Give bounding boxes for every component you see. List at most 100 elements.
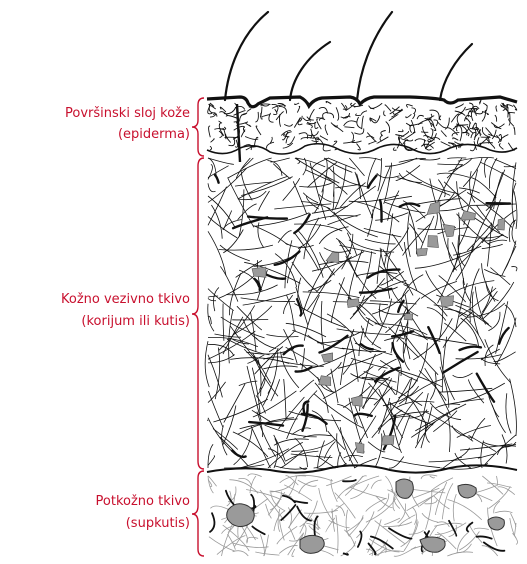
label-subcutis: Potkožno tkivo (supkutis)	[96, 494, 191, 531]
dermis-fiber	[305, 170, 332, 182]
subcutis-fiber	[430, 476, 434, 478]
label-epidermis-line2: (epiderma)	[118, 127, 190, 142]
epidermis-cell-stroke	[209, 126, 211, 137]
dermis-fiber	[385, 196, 412, 200]
epidermis-cell-stroke	[235, 140, 238, 147]
dermis-cell	[443, 224, 455, 237]
dermis-fiber	[331, 277, 344, 322]
epidermis-cell-stroke	[269, 113, 274, 122]
subcutis-fiber	[366, 498, 387, 511]
label-dermis-line1: Kožno vezivno tkivo	[61, 292, 190, 307]
epidermis-cell-stroke	[279, 114, 280, 127]
dermis-fiber	[412, 343, 428, 388]
dermis-layer	[205, 157, 517, 469]
dermis-fiber	[258, 223, 264, 248]
dermis-bold-fiber	[368, 270, 400, 278]
dermis-fiber	[303, 158, 307, 175]
dermis-fiber	[230, 358, 289, 364]
subcutis-fiber	[248, 474, 262, 477]
epidermis-cell-stroke	[386, 122, 390, 134]
dermis-cell	[252, 267, 266, 277]
subcutis-fiber	[356, 511, 374, 537]
dermis-fiber	[268, 449, 285, 465]
dermis-fiber	[273, 164, 290, 179]
dermis-fiber	[208, 331, 255, 359]
dermis-fiber	[502, 434, 507, 463]
epidermis-cell-stroke	[261, 113, 263, 119]
epidermis-cell-stroke	[325, 125, 328, 135]
epidermis-cell-stroke	[210, 146, 212, 150]
subcutis-fiber	[289, 527, 295, 539]
subcutis-fiber	[270, 492, 282, 511]
epidermis-cell-stroke	[256, 126, 261, 135]
dermis-fiber	[361, 326, 381, 349]
dermis-cell	[351, 395, 362, 406]
dermis-fiber	[463, 158, 482, 187]
dermis-fiber	[437, 164, 463, 165]
epidermis-cell-stroke	[426, 119, 434, 127]
dermis-fiber	[324, 158, 352, 172]
dermis-fiber	[495, 159, 516, 168]
subcutis-bold-fiber	[294, 501, 307, 503]
subcutis-fiber	[435, 482, 447, 515]
dermis-bold-fiber	[499, 328, 509, 344]
subcutis-fiber	[260, 490, 284, 521]
dermis-fiber	[333, 167, 334, 197]
dermis-fiber	[268, 161, 283, 176]
epidermis-cell-stroke	[495, 115, 497, 121]
subcutis-fiber	[453, 494, 456, 521]
hair-3	[357, 12, 392, 100]
subcutis-bold-fiber	[283, 496, 295, 503]
epidermis-cell-stroke	[514, 127, 515, 134]
epidermis-cell-stroke	[333, 141, 337, 146]
epidermis-cell-stroke	[354, 129, 363, 135]
dermis-fiber	[482, 287, 493, 313]
dermis-fiber	[234, 429, 253, 465]
epidermis-cell-stroke	[440, 116, 441, 120]
subcutis-fiber	[384, 518, 400, 524]
dermis-fiber	[488, 312, 500, 331]
dermis-fiber	[287, 295, 295, 330]
dermis-fiber	[281, 450, 305, 468]
dermis-fiber	[349, 195, 399, 202]
epidermis-cell-stroke	[255, 112, 258, 122]
subcutis-fiber	[247, 537, 258, 542]
dermis-fiber	[481, 441, 484, 468]
epidermis-cell-stroke	[434, 120, 438, 126]
epidermis-cell-stroke	[356, 114, 361, 116]
epidermis-cell-stroke	[412, 108, 416, 113]
epidermis-cell-stroke	[295, 103, 299, 105]
dermis-fiber	[490, 268, 510, 285]
dermis-fiber	[259, 191, 270, 211]
dermis-fiber	[208, 304, 214, 331]
epidermis-cell-stroke	[214, 129, 223, 130]
subcutis-fiber	[495, 511, 512, 513]
epidermis-cell-stroke	[496, 136, 501, 142]
fat-lobule-3	[396, 479, 413, 498]
epidermis-cell-stroke	[361, 111, 367, 115]
dermis-fiber	[335, 185, 359, 188]
epidermis-cell-stroke	[241, 130, 245, 138]
epidermis-cell-stroke	[224, 108, 236, 114]
fat-lobule-4	[458, 484, 476, 498]
dermis-cell	[416, 248, 427, 256]
skin-illustration	[205, 12, 517, 556]
dermis-fiber	[208, 231, 226, 275]
subcutis-bold-fiber	[477, 536, 492, 538]
dermis-bold-fiber	[355, 414, 372, 416]
dermis-fiber	[408, 211, 411, 257]
label-dermis-line2: (korijum ili kutis)	[81, 314, 190, 329]
dermis-fiber	[382, 457, 441, 467]
dermis-fiber	[223, 406, 236, 445]
dermis-fiber	[205, 341, 209, 387]
epidermis-cell-stroke	[398, 130, 403, 132]
epidermis-cell-stroke	[385, 105, 391, 112]
epidermis-cell-stroke	[362, 116, 364, 129]
epidermis-cell-stroke	[297, 106, 299, 112]
subcutis-bold-fiber	[358, 532, 362, 547]
dermis-fiber	[259, 422, 276, 457]
dermis-fiber	[480, 162, 516, 181]
epidermis-cell-stroke	[377, 116, 380, 123]
dermis-fiber	[208, 183, 216, 191]
dermis-fiber	[292, 428, 311, 435]
